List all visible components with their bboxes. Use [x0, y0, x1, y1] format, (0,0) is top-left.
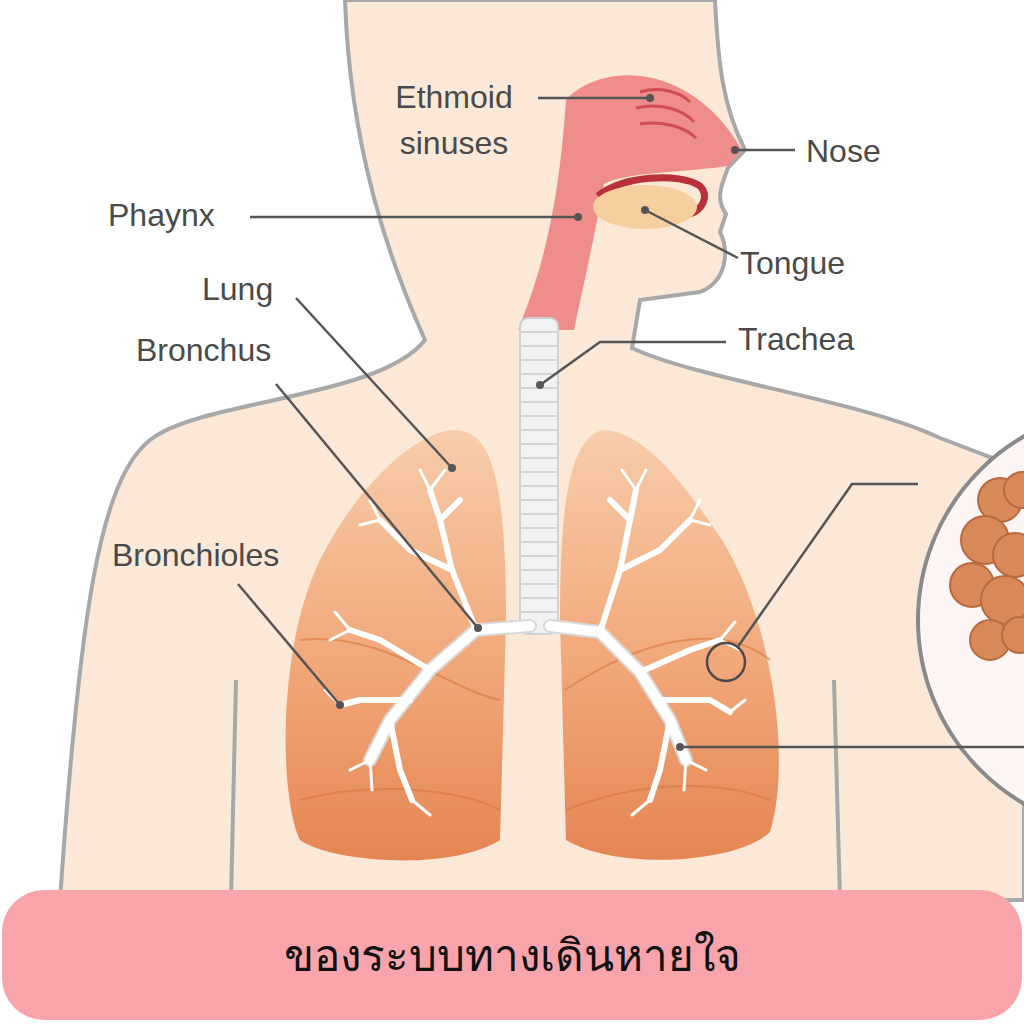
- caption-band: ของระบบทางเดินหายใจ: [2, 890, 1022, 1020]
- part-label: Bronchus: [136, 327, 271, 373]
- part-label: Phaynx: [108, 192, 215, 238]
- right-lung: [560, 430, 779, 860]
- part-label: Lung: [202, 266, 273, 312]
- alveoli-cluster: [950, 472, 1024, 660]
- arm-line: [834, 680, 840, 900]
- body-outline: [60, 0, 1024, 900]
- part-label: Bronchioles: [112, 532, 279, 578]
- caption-text: ของระบบทางเดินหายใจ: [284, 920, 741, 990]
- part-label: Trachea: [738, 316, 854, 362]
- nasal-cavity: [518, 75, 742, 330]
- part-label: Ethmoid sinuses: [372, 74, 536, 166]
- part-label: Nose: [806, 128, 881, 174]
- trachea-rings: [520, 332, 558, 612]
- zoom-circle: [918, 408, 1024, 832]
- part-label: Tongue: [740, 240, 845, 286]
- arm-line: [231, 680, 236, 900]
- zoom-ring: [707, 643, 745, 681]
- trachea-tube: [520, 318, 558, 634]
- bronchial-tree: [325, 470, 745, 815]
- leader-lines: [238, 94, 1024, 751]
- tongue-shape: [593, 185, 697, 229]
